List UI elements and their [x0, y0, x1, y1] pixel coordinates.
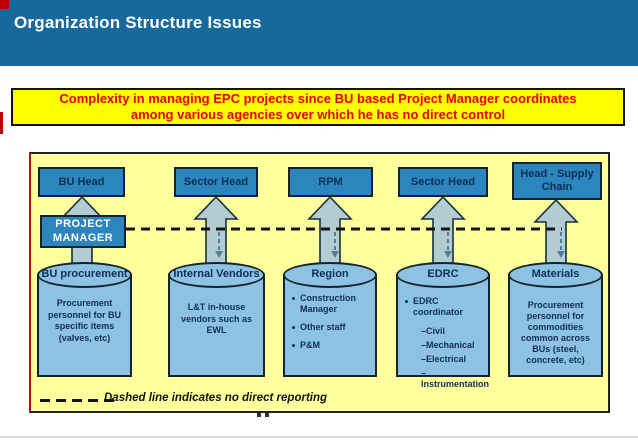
cylinder-body — [508, 275, 603, 377]
sub-bullet-text: –Instrumentation — [421, 368, 490, 389]
sub-bullet-text: –Mechanical — [421, 340, 475, 350]
cylinder-bu-procurement: BU procurement Procurement personnel for… — [37, 262, 132, 377]
cylinder-title: BU procurement — [41, 268, 128, 280]
dashed-drop-connectors — [218, 232, 562, 251]
clipped-page-number-mark — [257, 413, 271, 417]
cylinder-top — [396, 262, 490, 288]
slide-header-bar: Organization Structure Issues — [0, 0, 638, 66]
slide-bottom-divider — [0, 436, 638, 438]
bullet-text: EDRC coordinator — [413, 296, 464, 317]
box-project-manager: PROJECT MANAGER — [40, 215, 126, 248]
cylinder-body — [396, 275, 490, 377]
box-sector-head-1: Sector Head — [174, 167, 258, 197]
bullet-dot-icon — [292, 344, 295, 347]
cylinder-internal-vendors: Internal Vendors L&T in-house vendors su… — [168, 262, 265, 377]
project-manager-label: PROJECT MANAGER — [52, 218, 114, 244]
cylinder-top — [508, 262, 603, 288]
bullet-dot-icon — [405, 300, 408, 303]
cylinder-bullet-list: Construction Manager Other staff P&M — [291, 293, 375, 358]
cylinder-title: Region — [311, 268, 349, 280]
page-title: Organization Structure Issues — [14, 13, 262, 32]
cylinder-top — [283, 262, 377, 288]
up-arrow-icons — [59, 195, 579, 269]
bullet-item: EDRC coordinator — [404, 296, 488, 318]
cylinder-description: Procurement personnel for BU specific it… — [47, 298, 121, 343]
box-sector-head-2: Sector Head — [398, 167, 488, 197]
cylinder-title: Internal Vendors — [173, 268, 260, 280]
legend-dashed-line-sample — [40, 399, 118, 402]
cylinder-description: Procurement personnel for commodities co… — [520, 300, 591, 365]
box-sector-head-1-label: Sector Head — [183, 175, 249, 188]
sub-bullet-text: –Civil — [421, 326, 446, 336]
cylinder-title: Materials — [531, 268, 580, 280]
bullet-text: Construction Manager — [300, 293, 356, 314]
cylinder-description: L&T in-house vendors such as EWL — [180, 302, 253, 335]
bullet-text: Other staff — [300, 322, 346, 332]
cylinder-region: Region Construction Manager Other staff … — [283, 262, 377, 377]
legend-text: Dashed line indicates no direct reportin… — [104, 392, 328, 404]
bullet-item: P&M — [291, 340, 375, 351]
cylinder-bullet-list: EDRC coordinator –Civil –Mechanical –Ele… — [404, 296, 490, 393]
down-arrowhead-icons — [215, 251, 565, 258]
box-sector-head-2-label: Sector Head — [410, 175, 476, 188]
sub-bullet-text: –Electrical — [421, 354, 467, 364]
box-head-supply-chain: Head - Supply Chain — [512, 162, 602, 200]
bullet-dot-icon — [292, 326, 295, 329]
issue-callout-text: Complexity in managing EPC projects sinc… — [59, 91, 577, 122]
box-bu-head: BU Head — [38, 167, 125, 197]
cylinder-top — [168, 262, 265, 288]
bullet-dot-icon — [292, 297, 295, 300]
box-rpm-label: RPM — [318, 175, 343, 188]
cylinder-body — [283, 275, 377, 377]
red-edge-mark — [0, 112, 3, 134]
bullet-text: P&M — [300, 340, 320, 350]
box-bu-head-label: BU Head — [58, 175, 105, 188]
cylinder-body — [37, 275, 132, 377]
box-head-supply-chain-label: Head - Supply Chain — [520, 168, 594, 193]
cylinder-top — [37, 262, 132, 288]
box-rpm: RPM — [288, 167, 373, 197]
issue-callout-box: Complexity in managing EPC projects sinc… — [11, 88, 625, 126]
bullet-item: Other staff — [291, 322, 375, 333]
red-corner-mark — [0, 0, 9, 9]
cylinder-title: EDRC — [427, 268, 459, 280]
cylinder-materials: Materials Procurement personnel for comm… — [508, 262, 603, 377]
cylinder-edrc: EDRC EDRC coordinator –Civil –Mechanical… — [396, 262, 490, 389]
bullet-item: Construction Manager — [291, 293, 375, 315]
cylinder-body — [168, 275, 265, 377]
